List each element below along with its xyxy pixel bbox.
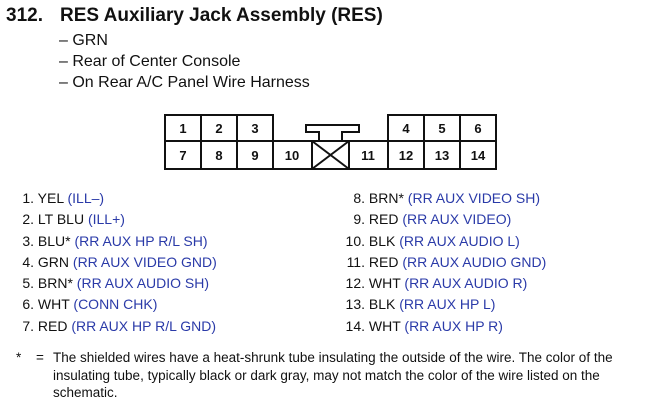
pin-number: 8. xyxy=(353,190,365,206)
pin-label-12: 12 xyxy=(399,148,413,163)
item-number: 312. xyxy=(6,5,43,26)
wire-color: YEL xyxy=(37,190,64,206)
pin-number: 12. xyxy=(345,275,365,292)
signal-name: (RR AUX HP R/L SH) xyxy=(74,232,208,249)
wire-color: BLK xyxy=(368,232,396,249)
pin-number: 9. xyxy=(353,211,365,228)
detail-harness: – On Rear A/C Panel Wire Harness xyxy=(59,74,310,91)
pin-number: 14. xyxy=(345,317,365,334)
wire-color: WHT xyxy=(368,275,401,292)
footnote-equals: = xyxy=(36,350,44,365)
detail-location: – Rear of Center Console xyxy=(59,53,241,70)
wire-color: BRN* xyxy=(368,190,404,206)
signal-name: (RR AUX VIDEO GND) xyxy=(72,253,217,270)
pin-label-8: 8 xyxy=(215,148,222,163)
pin-label-13: 13 xyxy=(435,148,449,163)
pin-label-7: 7 xyxy=(179,148,186,163)
pin-number: 2. xyxy=(22,211,34,228)
pin-number: 1. xyxy=(22,190,34,206)
wire-color: WHT xyxy=(368,317,401,334)
wire-color: BLK xyxy=(368,296,396,313)
pin-row: 8. BRN* (RR AUX VIDEO SH) xyxy=(334,188,546,209)
pin-number: 10. xyxy=(345,232,365,249)
pin-label-14: 14 xyxy=(471,148,486,163)
detail-color: – GRN xyxy=(59,32,108,49)
signal-name: (RR AUX HP R/L GND) xyxy=(71,317,217,334)
pin-row: 14. WHT (RR AUX HP R) xyxy=(334,316,546,337)
pin-number: 13. xyxy=(345,296,365,313)
pin-label-3: 3 xyxy=(251,121,258,136)
signal-name: (RR AUX VIDEO SH) xyxy=(407,190,541,206)
pin-row: 3. BLU* (RR AUX HP R/L SH) xyxy=(4,231,217,252)
footnote-symbol: * xyxy=(16,350,22,365)
pin-row: 7. RED (RR AUX HP R/L GND) xyxy=(4,316,217,337)
pin-number: 5. xyxy=(22,275,34,292)
pin-row: 10. BLK (RR AUX AUDIO L) xyxy=(334,231,546,252)
pin-label-6: 6 xyxy=(474,121,481,136)
signal-name: (RR AUX HP L) xyxy=(399,296,496,313)
wire-color: RED xyxy=(37,317,68,334)
pin-row: 1. YEL (ILL–) xyxy=(4,188,217,209)
wire-color: BLU* xyxy=(37,232,71,249)
pin-row: 2. LT BLU (ILL+) xyxy=(4,209,217,230)
pin-number: 6. xyxy=(22,296,34,313)
pin-label-10: 10 xyxy=(285,148,299,163)
wire-color: GRN xyxy=(37,253,70,270)
footnote-text: The shielded wires have a heat-shrunk tu… xyxy=(53,350,613,400)
wire-color: RED xyxy=(368,253,399,270)
pin-number: 3. xyxy=(22,232,34,249)
pin-number: 4. xyxy=(22,253,34,270)
pin-row: 6. WHT (CONN CHK) xyxy=(4,294,217,315)
pin-label-2: 2 xyxy=(215,121,222,136)
pin-label-4: 4 xyxy=(402,121,410,136)
page-title: 312. RES Auxiliary Jack Assembly (RES) xyxy=(6,5,383,27)
pin-number: 11. xyxy=(346,253,365,270)
pin-label-9: 9 xyxy=(251,148,258,163)
wire-color: BRN* xyxy=(37,275,73,292)
wire-color: RED xyxy=(368,211,399,228)
pin-label-1: 1 xyxy=(179,121,186,136)
signal-name: (ILL+) xyxy=(87,211,125,228)
pin-row: 13. BLK (RR AUX HP L) xyxy=(334,294,546,315)
signal-name: (RR AUX HP R) xyxy=(404,317,503,334)
signal-name: (CONN CHK) xyxy=(73,296,158,313)
signal-name: (RR AUX AUDIO R) xyxy=(404,275,528,292)
pin-label-11: 11 xyxy=(361,148,375,163)
pin-row: 9. RED (RR AUX VIDEO) xyxy=(334,209,546,230)
wire-color: LT BLU xyxy=(37,211,85,228)
pin-list-left: 1. YEL (ILL–) 2. LT BLU (ILL+) 3. BLU* (… xyxy=(4,188,217,337)
pin-label-5: 5 xyxy=(438,121,445,136)
signal-name: (ILL–) xyxy=(67,190,105,206)
pin-number: 7. xyxy=(22,317,34,334)
wire-color: WHT xyxy=(37,296,70,313)
pin-row: 4. GRN (RR AUX VIDEO GND) xyxy=(4,252,217,273)
pin-row: 11. RED (RR AUX AUDIO GND) xyxy=(334,252,547,273)
signal-name: (RR AUX VIDEO) xyxy=(402,211,512,228)
pin-row: 12. WHT (RR AUX AUDIO R) xyxy=(334,273,546,294)
signal-name: (RR AUX AUDIO GND) xyxy=(402,253,547,270)
pin-list-right: 8. BRN* (RR AUX VIDEO SH) 9. RED (RR AUX… xyxy=(334,188,547,337)
signal-name: (RR AUX AUDIO L) xyxy=(399,232,520,249)
pin-row: 5. BRN* (RR AUX AUDIO SH) xyxy=(4,273,217,294)
component-title: RES Auxiliary Jack Assembly (RES) xyxy=(60,5,383,26)
signal-name: (RR AUX AUDIO SH) xyxy=(76,275,210,292)
